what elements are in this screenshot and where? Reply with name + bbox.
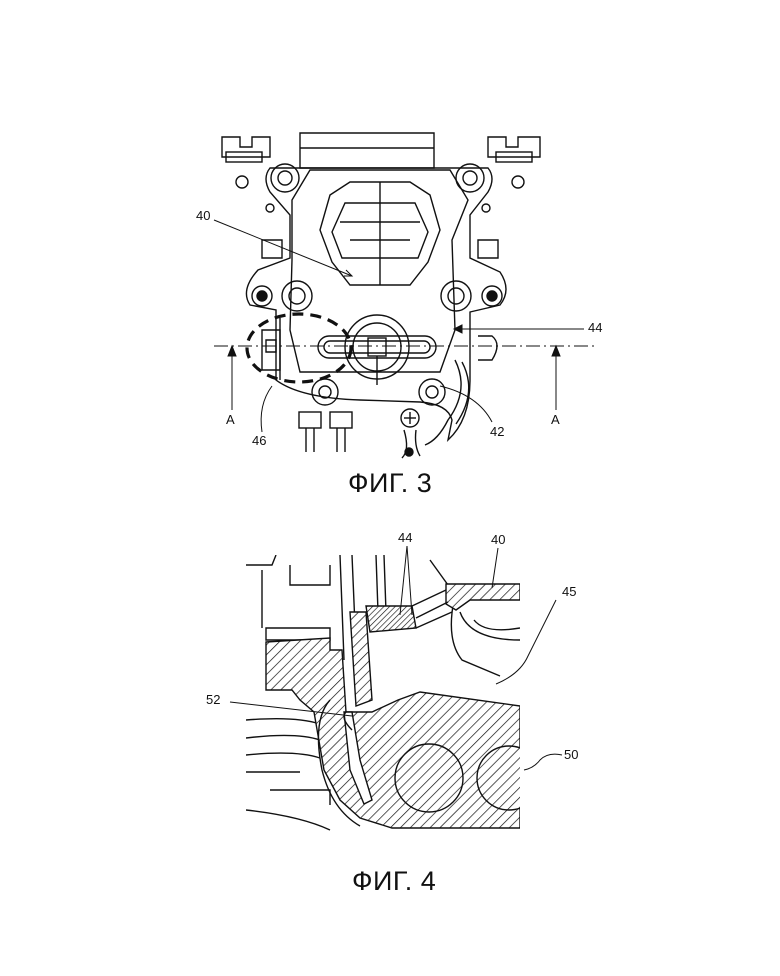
fig4-ref-40: 40 (491, 532, 505, 547)
top-left-bracket (222, 137, 270, 188)
fig3-section-a-left: A (226, 412, 235, 427)
fig4-cable-1 (395, 744, 463, 812)
top-center-column (300, 133, 434, 168)
ground-screw (401, 409, 420, 458)
fig4-part-40-plate (446, 584, 520, 610)
figure-3-drawing (222, 133, 540, 458)
fig4-ref-52: 52 (206, 692, 220, 707)
fig4-ref-50: 50 (564, 747, 578, 762)
fig3-ref-40: 40 (196, 208, 210, 223)
fig4-ref-44: 44 (398, 530, 412, 545)
top-right-bracket (488, 137, 540, 188)
fig3-section-a-right: A (551, 412, 560, 427)
fig3-ref-46: 46 (252, 433, 266, 448)
fig3-leader-lines (214, 220, 584, 432)
bottom-connectors (299, 412, 352, 452)
fig4-main-section (266, 638, 520, 828)
fig4-part-44-strip (366, 606, 416, 632)
fig3-ref-42: 42 (490, 424, 504, 439)
figure-3-caption: ФИГ. 3 (348, 468, 432, 499)
fig4-cable-2 (477, 746, 541, 810)
figure-4-caption: ФИГ. 4 (352, 866, 436, 897)
fig4-ref-45: 45 (562, 584, 576, 599)
fig3-ref-44: 44 (588, 320, 602, 335)
figure-4-drawing (246, 555, 541, 830)
